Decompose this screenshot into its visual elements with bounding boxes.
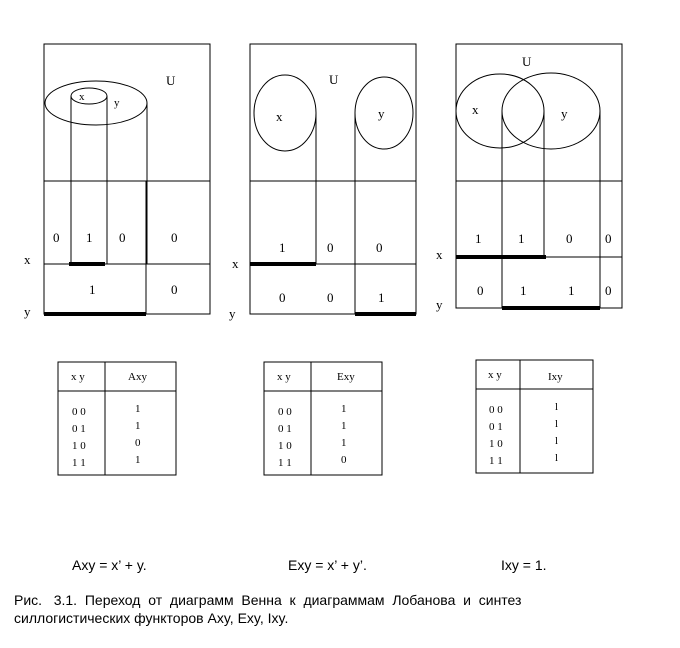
table-header: Axy <box>128 371 147 383</box>
cell-value: 1 <box>520 283 527 298</box>
set-x-label: x <box>472 102 479 117</box>
truth-table-exy: x y Exy 0 0 0 1 1 0 1 1 1 1 1 0 <box>263 361 383 476</box>
universe-label: U <box>522 54 532 69</box>
table-cell: 1 <box>341 403 347 415</box>
panel-exy-labels: U x y 1 0 0 0 0 1 x y <box>229 72 385 321</box>
table-cell: 0 0 <box>72 406 86 418</box>
table-cell: l <box>555 435 558 447</box>
table-header: x y <box>71 371 85 383</box>
truth-table-axy: x y Axy 0 0 0 1 1 0 1 1 1 1 0 1 <box>57 361 177 476</box>
universe-box <box>249 43 417 315</box>
row-label-y: y <box>229 306 236 321</box>
venn-set-x <box>455 73 545 149</box>
table-header: x y <box>277 371 291 383</box>
cell-value: 0 <box>477 283 484 298</box>
table-cell: 0 <box>341 454 347 466</box>
cell-value: 0 <box>605 283 612 298</box>
cell-value: 0 <box>171 230 178 245</box>
cell-value: 0 <box>605 231 612 246</box>
universe-label: U <box>329 72 339 87</box>
row-label-y: y <box>24 304 31 319</box>
cell-value: 0 <box>53 230 60 245</box>
truth-table-ixy: x y Ixy 0 0 0 1 1 0 1 1 l l l l <box>475 359 594 474</box>
cell-value: 1 <box>89 282 96 297</box>
row-label-x: x <box>436 247 443 262</box>
table-cell: 1 <box>341 420 347 432</box>
table-cell: 1 0 <box>278 440 292 452</box>
panel-axy-labels: U x y 0 1 0 0 1 0 x y <box>24 73 178 319</box>
table-header: x y <box>488 369 502 381</box>
cell-value: 1 <box>568 283 575 298</box>
set-x-label: x <box>79 91 85 103</box>
table-cell: 0 1 <box>489 421 503 433</box>
cell-value: 0 <box>119 230 126 245</box>
table-cell: 1 <box>135 454 141 466</box>
table-cell: 1 0 <box>72 440 86 452</box>
table-cell: 1 1 <box>278 457 292 469</box>
universe-box <box>455 43 623 309</box>
set-y-label: y <box>114 97 120 109</box>
universe-label: U <box>166 73 176 88</box>
cell-value: 0 <box>376 240 383 255</box>
table-cell: 1 <box>135 420 141 432</box>
formula-ixy: Ixy = 1. <box>501 557 547 573</box>
cell-value: 0 <box>327 240 334 255</box>
cell-value: 1 <box>279 240 286 255</box>
figure-caption-line-2: силлогистических функторов Axy, Exy, Ixy… <box>14 610 289 626</box>
cell-value: 0 <box>171 282 178 297</box>
cell-value: 1 <box>475 231 482 246</box>
table-cell: 1 <box>135 403 141 415</box>
table-cell: 0 0 <box>489 404 503 416</box>
table-cell: 0 1 <box>278 423 292 435</box>
table-cell: 1 0 <box>489 438 503 450</box>
set-y-label: y <box>561 106 568 121</box>
table-cell: 0 <box>135 437 141 449</box>
cell-value: 0 <box>566 231 573 246</box>
cell-value: 1 <box>518 231 525 246</box>
row-label-x: x <box>232 256 239 271</box>
table-cell: 1 1 <box>72 457 86 469</box>
panel-exy <box>249 43 417 316</box>
figure-caption-line-1: Рис. 3.1. Переход от диаграмм Венна к ди… <box>14 592 522 608</box>
table-header: Ixy <box>548 371 563 383</box>
table-header: Exy <box>337 371 355 383</box>
cell-value: 0 <box>327 290 334 305</box>
table-cell: 0 0 <box>278 406 292 418</box>
table-cell: l <box>555 401 558 413</box>
venn-set-y <box>501 72 601 150</box>
table-cell: 0 1 <box>72 423 86 435</box>
set-x-label: x <box>276 109 283 124</box>
row-label-x: x <box>24 252 31 267</box>
venn-set-x <box>70 87 108 105</box>
formula-exy: Exy = x’ + y’. <box>288 557 367 573</box>
panel-axy <box>43 43 211 316</box>
cell-value: 1 <box>378 290 385 305</box>
row-label-y: y <box>436 297 443 312</box>
formula-axy: Axy = x’ + y. <box>72 557 147 573</box>
panel-ixy-labels: U x y 1 1 0 0 0 1 1 0 x y <box>436 54 612 312</box>
panel-ixy <box>455 43 623 310</box>
set-y-label: y <box>378 106 385 121</box>
venn-set-x <box>253 74 317 152</box>
table-cell: 1 1 <box>489 455 503 467</box>
cell-value: 0 <box>279 290 286 305</box>
table-cell: l <box>555 452 558 464</box>
table-cell: l <box>555 418 558 430</box>
table-cell: 1 <box>341 437 347 449</box>
cell-value: 1 <box>86 230 93 245</box>
